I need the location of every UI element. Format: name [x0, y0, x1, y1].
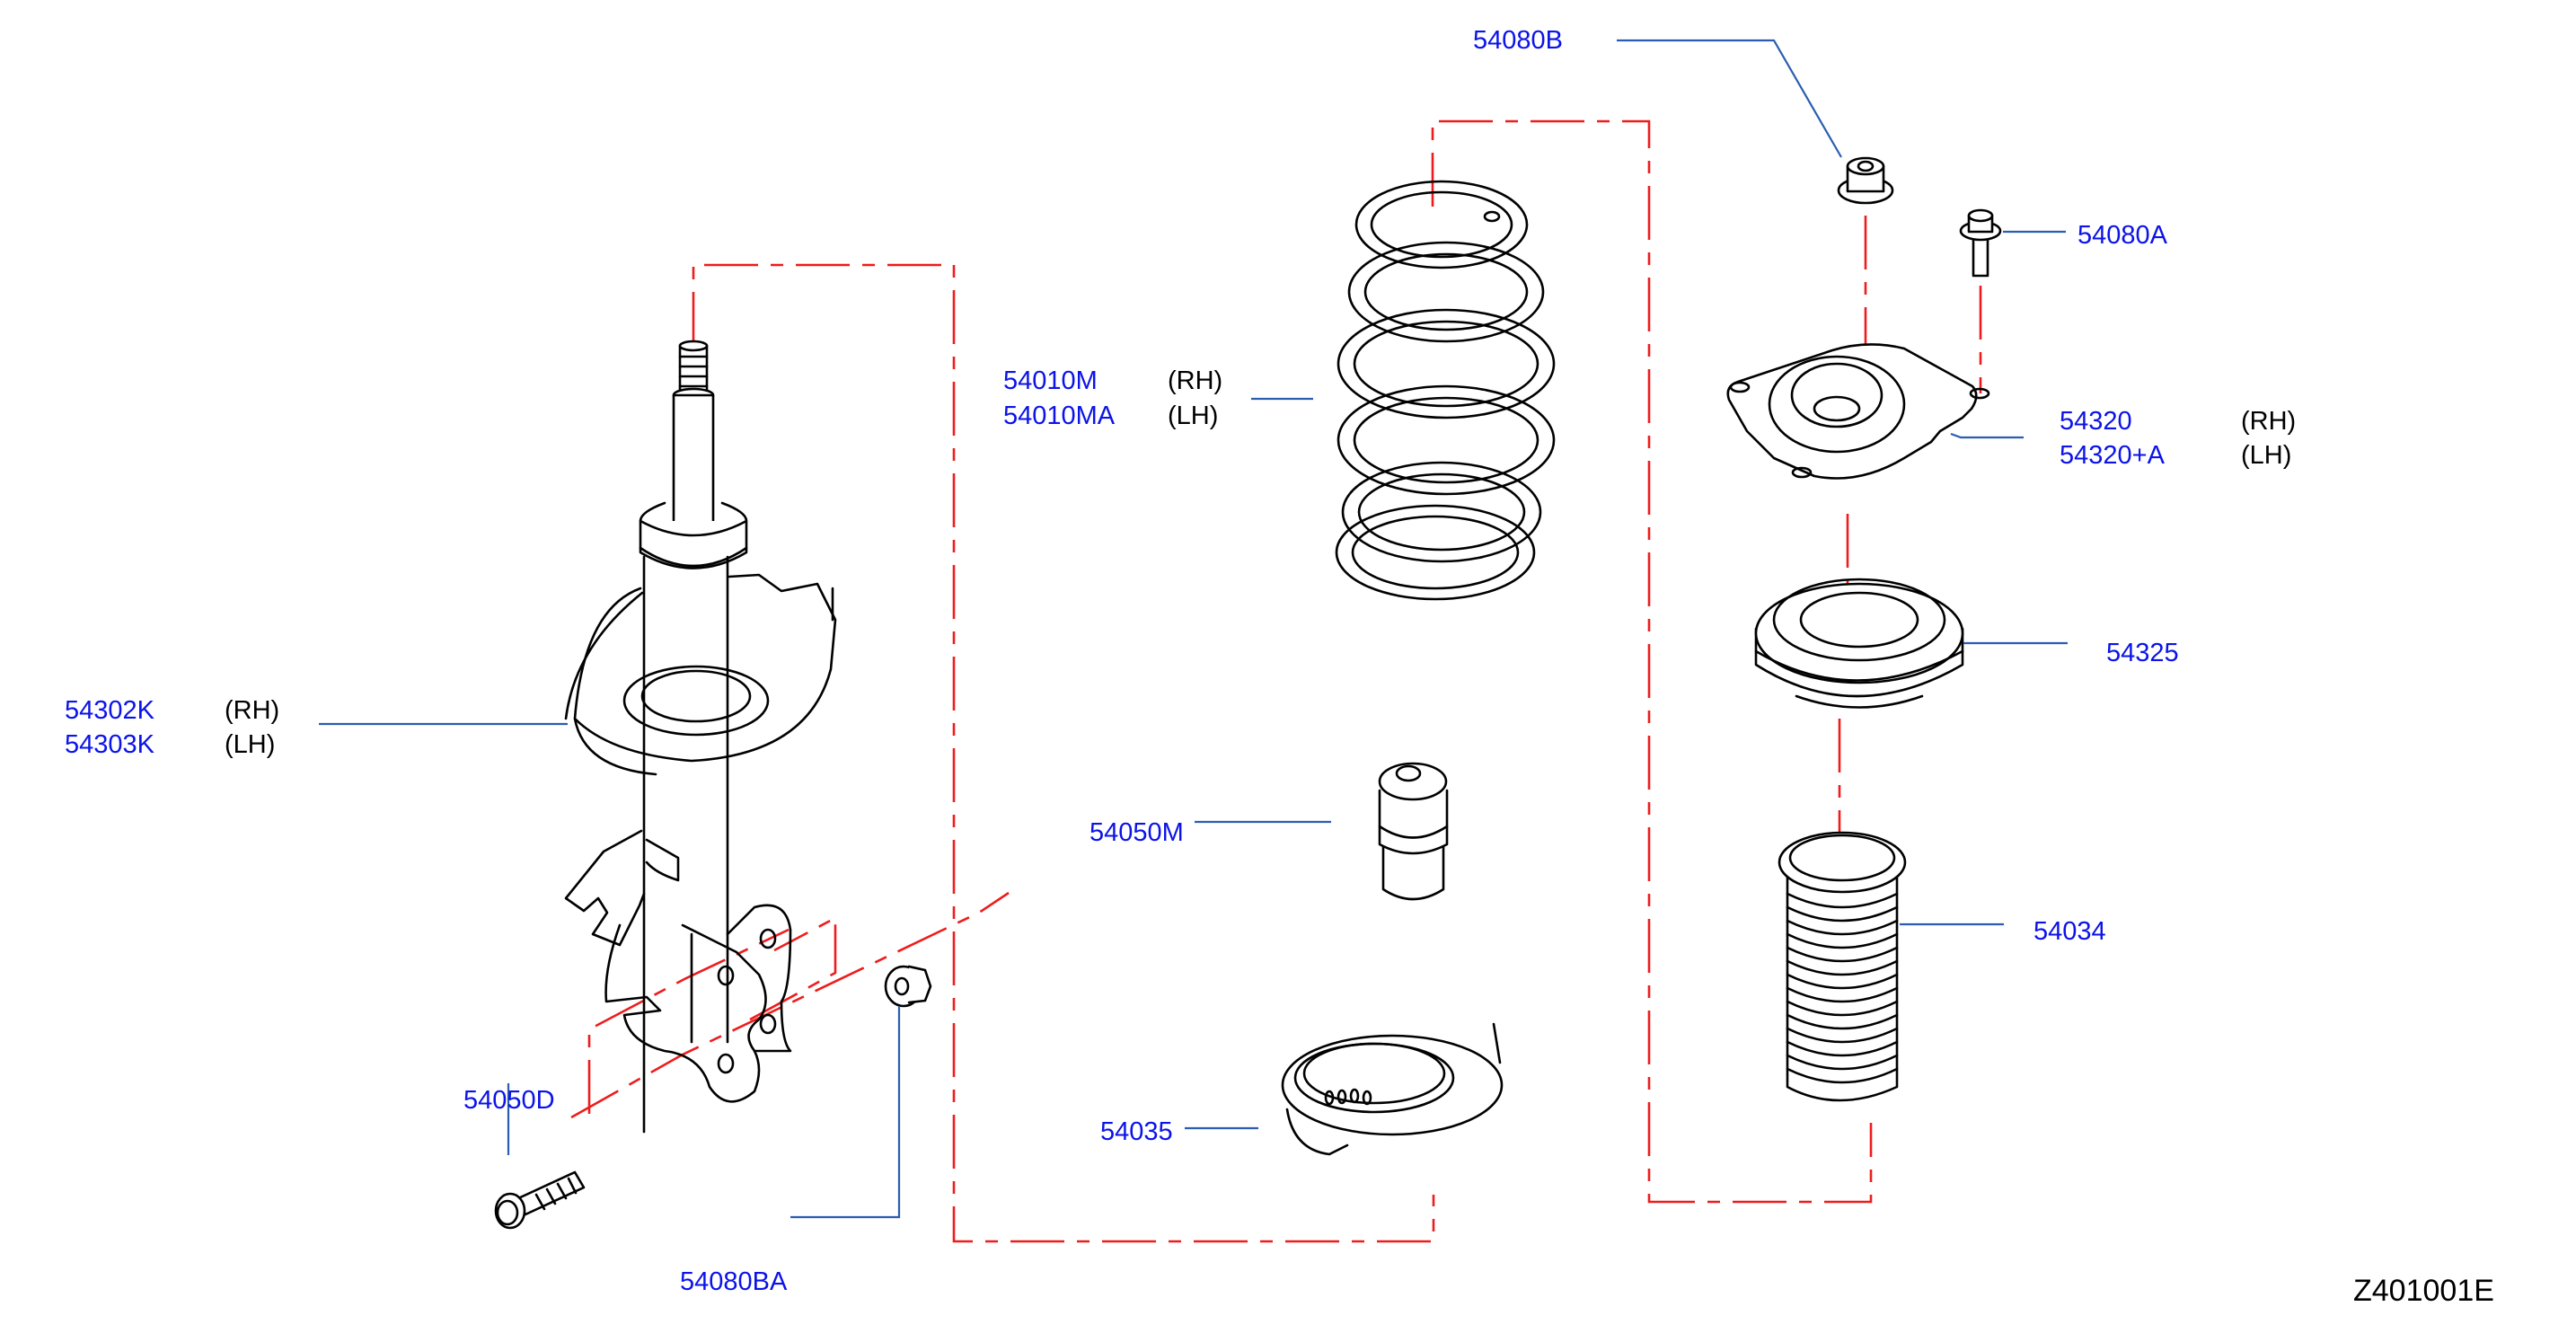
bolt-54050D-drawing — [494, 1170, 586, 1230]
mount-bearing-drawing — [1754, 578, 1964, 709]
side-label-lh: (LH) — [1168, 402, 1219, 430]
side-label-lh: (LH) — [2241, 441, 2292, 470]
leader-54080BA — [790, 1006, 901, 1219]
callout-54010MA[interactable]: 54010MA — [1003, 402, 1116, 430]
callout-54303K[interactable]: 54303K — [65, 730, 154, 759]
nut-54080BA-drawing — [884, 965, 932, 1008]
leader-54080B — [1617, 39, 1842, 158]
strut-assembly-drawing — [564, 340, 837, 1134]
side-label-rh: (RH) — [225, 696, 280, 725]
callout-54320-A[interactable]: 54320+A — [2060, 441, 2165, 470]
side-label-rh: (RH) — [2241, 407, 2297, 436]
coil-spring-drawing — [1335, 180, 1556, 601]
center-line-knuckle-nut — [749, 915, 837, 1021]
callout-54050M[interactable]: 54050M — [1090, 818, 1184, 847]
bolt-54080A-drawing — [1959, 208, 2002, 278]
bump-stop-drawing — [1378, 762, 1449, 901]
callout-54325[interactable]: 54325 — [2106, 639, 2179, 667]
illustration-code: Z401001E — [2353, 1274, 2494, 1308]
center-line-knuckle-bolt — [570, 891, 1010, 1119]
callout-54320[interactable]: 54320 — [2060, 407, 2132, 436]
callout-54050D[interactable]: 54050D — [463, 1086, 555, 1115]
spring-seat-drawing — [1281, 1022, 1504, 1156]
assembly-center-lines — [570, 119, 1982, 1243]
side-label-rh: (RH) — [1168, 366, 1223, 395]
center-line-knuckle-box — [587, 928, 790, 1114]
leader-lines — [319, 39, 2068, 1219]
nut-54080B-drawing — [1837, 156, 1894, 205]
side-label-lh: (LH) — [225, 730, 276, 759]
callout-54034[interactable]: 54034 — [2033, 917, 2106, 946]
callout-54080BA[interactable]: 54080BA — [680, 1267, 788, 1296]
center-line-strut-to-seat — [692, 263, 1435, 1243]
dust-boot-drawing — [1778, 831, 1907, 1102]
callout-54080B[interactable]: 54080B — [1473, 26, 1563, 55]
callout-54035[interactable]: 54035 — [1100, 1117, 1173, 1146]
callout-54080A[interactable]: 54080A — [2078, 221, 2167, 250]
center-line-spring-to-boot — [1431, 119, 1873, 1204]
leader-54320 — [1950, 432, 2024, 439]
callout-54010M[interactable]: 54010M — [1003, 366, 1098, 395]
callout-54302K[interactable]: 54302K — [65, 696, 154, 725]
strut-mount-drawing — [1726, 343, 1990, 480]
